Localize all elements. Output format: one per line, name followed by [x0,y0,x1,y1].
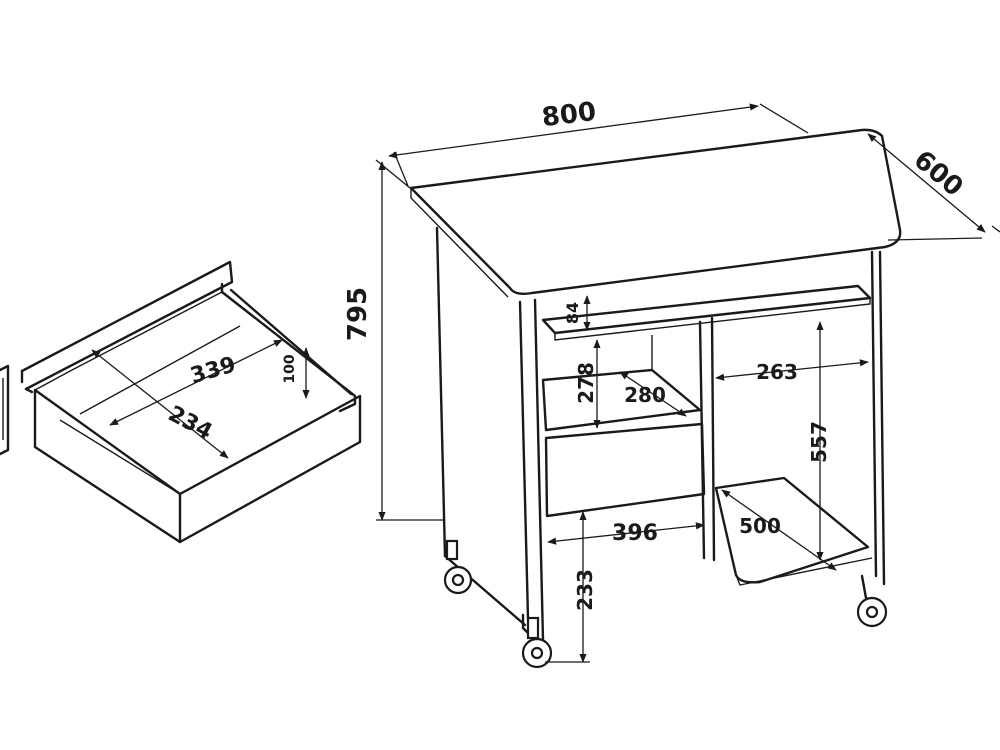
cpu-shelf-depth-label: 500 [739,514,781,538]
knee-width-label: 396 [612,521,658,546]
cpu-shelf-depth-dimension [721,489,837,571]
desk-drawing: 800 600 795 84 278 280 263 557 396 500 2… [343,97,1000,669]
caster-wheels [443,539,888,669]
knee-height-label: 233 [573,569,597,611]
depth-dimension [867,133,986,233]
drawer-width-dimension [109,339,283,426]
cropped-drawer-fragment [0,364,10,456]
cpu-width-label: 263 [756,360,798,384]
keyboard-gap-label: 84 [563,302,582,324]
width-label: 800 [540,97,598,133]
height-label: 795 [343,287,373,341]
drawer-height-label: 100 [282,354,298,383]
niche-depth-label: 280 [624,383,666,407]
width-dimension [388,103,759,159]
niche-depth-dimension [619,371,687,417]
drawer-drawing: 339 234 100 [20,260,362,544]
cpu-width-dimension [715,359,869,381]
niche-shelf [541,368,702,432]
desk-drawer [544,422,706,518]
niche-height-label: 278 [574,362,598,404]
desk-top [409,128,902,296]
drawer-length-label: 339 [188,352,239,389]
drawer-width-label: 234 [164,401,216,445]
knee-width-dimension [547,522,705,545]
depth-label: 600 [908,145,969,203]
cpu-height-label: 557 [807,421,831,463]
